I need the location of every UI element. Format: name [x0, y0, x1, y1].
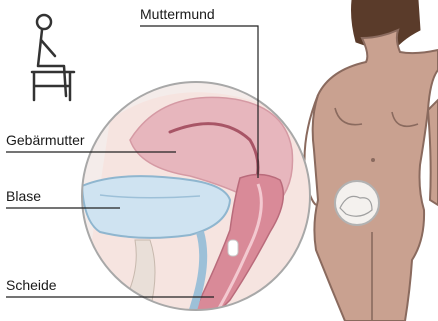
pelvic-highlight	[335, 181, 379, 225]
navel	[371, 158, 375, 162]
label-muttermund: Muttermund	[140, 6, 215, 22]
body	[313, 30, 438, 321]
right-arm	[428, 100, 438, 205]
woman-figure	[305, 0, 438, 321]
label-gebaermutter: Gebärmutter	[6, 132, 85, 148]
magnified-anatomy-circle	[80, 82, 320, 320]
label-blase: Blase	[6, 188, 41, 204]
sitting-person-icon	[32, 15, 74, 100]
label-scheide: Scheide	[6, 277, 57, 293]
bladder	[82, 176, 230, 238]
